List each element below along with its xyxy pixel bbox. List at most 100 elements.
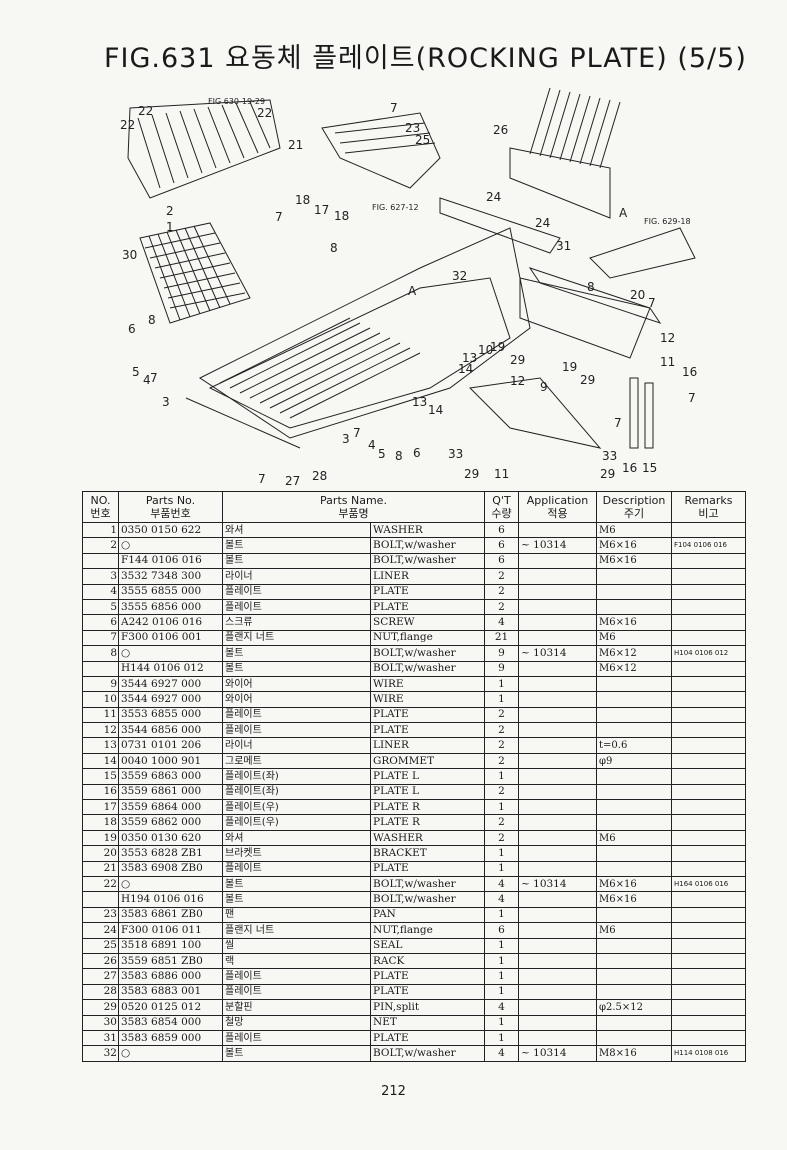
cell-app [518,614,597,631]
cell-en: PIN,split [370,999,485,1016]
cell-app [518,598,597,616]
cell-kr: 플레이트 [222,983,371,1001]
svg-text:22: 22 [120,118,135,132]
cell-app [518,799,597,816]
cell-part: ○ [118,875,223,893]
page-number: 212 [381,1084,406,1099]
cell-kr: 볼트 [222,875,371,893]
cell-app [518,906,597,924]
cell-app [518,1029,597,1047]
cell-part: 3532 7348 300 [118,568,223,585]
cell-en: BOLT,w/washer [370,537,485,554]
cell-app [518,1014,597,1031]
cell-part: 3559 6861 000 [118,783,223,801]
cell-desc: φ9 [596,752,672,770]
cell-qty: 4 [484,999,519,1016]
cell-desc [596,675,672,693]
cell-part: 3555 6856 000 [118,598,223,616]
cell-rem [671,906,746,924]
cell-desc [596,1029,672,1047]
svg-text:12: 12 [660,331,675,345]
cell-rem [671,552,746,570]
cell-desc: M6×16 [596,552,672,570]
cell-part: F300 0106 001 [118,629,223,647]
cell-en: BOLT,w/washer [370,875,485,893]
pan-part-23 [321,112,441,189]
plate-part-12 [528,267,662,324]
svg-text:A: A [619,206,628,220]
cell-part: 3544 6856 000 [118,722,223,739]
cell-desc [596,937,672,954]
svg-text:11: 11 [494,467,509,481]
header-parts-name: Parts Name. 부품명 [222,491,485,523]
svg-text:17: 17 [314,203,329,217]
cell-en: WASHER [370,829,485,847]
cell-rem [671,614,746,631]
cell-app [518,860,597,877]
cell-en: WASHER [370,521,485,539]
cell-no: 27 [82,968,119,985]
cell-desc: M6 [596,629,672,647]
cell-no: 24 [82,922,119,939]
cell-desc [596,691,672,708]
cell-rem: H104 0106 012 [671,645,746,662]
cell-no: 22 [82,875,119,893]
cell-desc: M6×16 [596,614,672,631]
cell-desc [596,768,672,785]
svg-text:16: 16 [622,461,637,475]
svg-text:4: 4 [143,373,151,387]
cell-rem [671,675,746,693]
header-application: Application 적용 [518,491,597,523]
svg-text:33: 33 [448,447,463,461]
cell-rem [671,922,746,939]
cell-no: 8 [82,645,119,662]
svg-text:7: 7 [390,101,398,115]
cell-kr: 볼트 [222,645,371,662]
cell-app [518,968,597,985]
cell-part: 3583 6886 000 [118,968,223,985]
cell-app [518,829,597,847]
cell-kr: 스크류 [222,614,371,631]
cell-no: 12 [82,722,119,739]
cell-en: BOLT,w/washer [370,552,485,570]
svg-text:24: 24 [486,190,501,204]
cell-part: 0040 1000 901 [118,752,223,770]
cell-rem [671,968,746,985]
svg-text:22: 22 [138,104,153,118]
cell-app [518,952,597,970]
header-description: Description 주기 [596,491,672,523]
svg-text:8: 8 [587,280,595,294]
cell-part: 3555 6855 000 [118,583,223,600]
cell-en: BOLT,w/washer [370,891,485,908]
cell-qty: 1 [484,860,519,877]
cell-part: 0520 0125 012 [118,999,223,1016]
cell-kr: 플레이트 [222,1029,371,1047]
figure-references: FIG 630-19-29 FIG. 627-12 FIG. 629-18 [208,97,691,226]
svg-text:28: 28 [312,469,327,483]
cell-desc [596,799,672,816]
cell-part: 3559 6862 000 [118,814,223,831]
cell-kr: 볼트 [222,660,371,677]
bracket-part-20 [589,227,696,279]
svg-text:27: 27 [285,474,300,488]
cell-qty: 1 [484,952,519,970]
cell-en: PLATE [370,706,485,724]
svg-text:18: 18 [295,193,310,207]
cell-app [518,568,597,585]
cell-rem [671,999,746,1016]
cell-kr: 플레이트 [222,860,371,877]
cell-qty: 2 [484,722,519,739]
cell-part: 3583 6861 ZB0 [118,906,223,924]
cell-qty: 21 [484,629,519,647]
cell-qty: 9 [484,660,519,677]
cell-rem [671,814,746,831]
